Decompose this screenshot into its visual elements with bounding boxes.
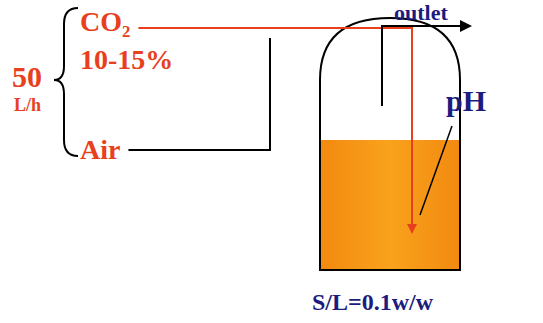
gas-name: Air <box>80 136 120 164</box>
ratio-label: S/L=0.1w/w <box>312 290 433 314</box>
outlet-label: outlet <box>394 2 448 24</box>
vessel <box>320 18 460 270</box>
flow-unit: L/h <box>14 96 41 114</box>
gas-fraction: 10-15% <box>80 46 173 74</box>
gas-name: CO₂ <box>80 8 130 36</box>
ph-leader <box>420 126 452 215</box>
liquid <box>321 140 459 270</box>
flow-rate: 50 <box>12 62 42 92</box>
curly-brace <box>54 8 78 156</box>
probe-label: pH <box>446 86 486 116</box>
gas-inlet-line <box>138 28 412 232</box>
